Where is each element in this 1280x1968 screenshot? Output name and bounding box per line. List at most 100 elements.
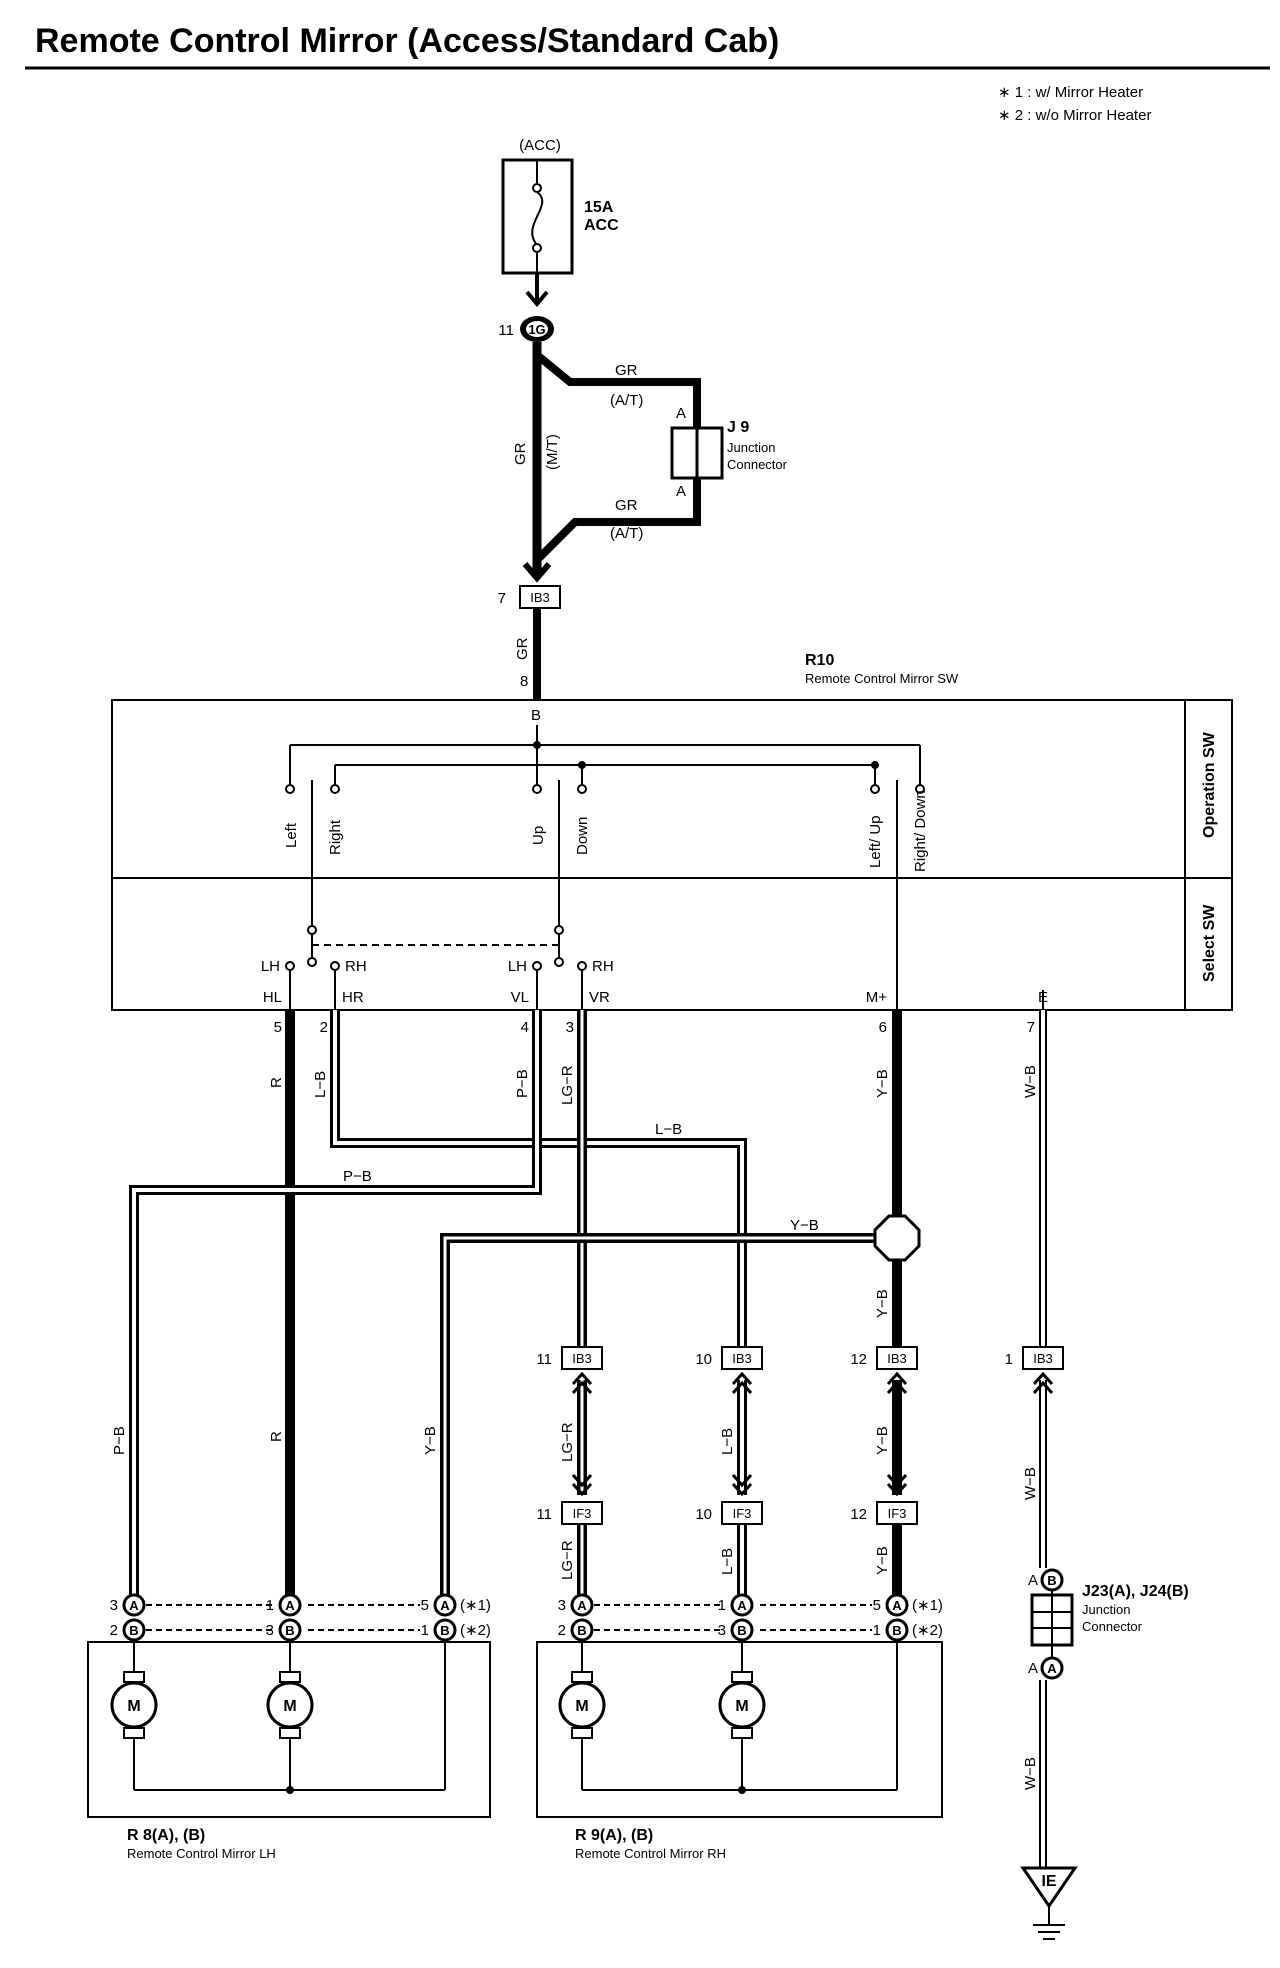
terminal-pin-7: 7 <box>1027 1019 1035 1036</box>
if3-yb-pin: 12 <box>850 1506 867 1523</box>
terminal-e: E <box>1038 989 1048 1006</box>
ib3-wb-id: IB3 <box>1033 1351 1053 1366</box>
fuse-location: (ACC) <box>519 137 561 154</box>
ib3-wb-pin: 1 <box>1005 1351 1013 1368</box>
ib3-lgr-id: IB3 <box>572 1351 592 1366</box>
wire-label-at-top: (A/T) <box>610 392 643 409</box>
j23-id: J23(A), J24(B) <box>1082 1583 1189 1600</box>
ib3-top-id: IB3 <box>530 590 550 605</box>
connector-ib3-wb: IB3 1 <box>1005 1346 1064 1370</box>
wire-label-yb-lh: Y−B <box>422 1426 439 1455</box>
wire-label-pb-horizontal: P−B <box>343 1168 372 1185</box>
mirror-rh-id: R 9(A), (B) <box>575 1827 653 1844</box>
j23-letter-b: B <box>1047 1573 1056 1588</box>
note-no-mirror-heater: ∗ 2 : w/o Mirror Heater <box>998 107 1151 124</box>
terminal-pin-4: 4 <box>521 1019 529 1036</box>
mirror-lh-name: Remote Control Mirror LH <box>127 1846 276 1861</box>
connector-1g: 11 1G <box>498 316 554 342</box>
rh-note-b: (∗2) <box>912 1622 943 1639</box>
wire-label-at-bottom: (A/T) <box>610 525 643 542</box>
rh-pin-b-1: 2 <box>558 1622 566 1639</box>
connector-j23-j24: B A A A J23(A), J24(B) Junction Connecto… <box>1028 1568 1189 1680</box>
wire-label-lgr-bottom: LG−R <box>559 1540 576 1580</box>
wire-label-yb-mid: Y−B <box>874 1426 891 1455</box>
if3-lb-pin: 10 <box>695 1506 712 1523</box>
lh-note-a: (∗1) <box>460 1597 491 1614</box>
wire-label-gr-mt: GR <box>512 442 529 465</box>
ground-label: IE <box>1041 1873 1056 1890</box>
terminal-vl: VL <box>511 989 529 1006</box>
connector-if3-yb: IF3 12 <box>850 1501 918 1525</box>
wire-label-lb-horizontal: L−B <box>655 1121 682 1138</box>
if3-lgr-id: IF3 <box>573 1506 592 1521</box>
rh-letter-a-1: A <box>577 1598 587 1613</box>
chevron-icon <box>525 290 549 308</box>
operation-sw-internals <box>289 725 921 1010</box>
ib3-top-pin: 7 <box>498 590 506 607</box>
if3-lb-id: IF3 <box>733 1506 752 1521</box>
motor-icon: M <box>266 1671 314 1739</box>
wire-junction-dot <box>738 1786 746 1794</box>
lh-letter-a-2: A <box>285 1598 295 1613</box>
ib3-yb-id: IB3 <box>887 1351 907 1366</box>
mirror-rh-name: Remote Control Mirror RH <box>575 1846 726 1861</box>
mirror-lh-id: R 8(A), (B) <box>127 1827 205 1844</box>
switch-b-pin: 8 <box>520 673 528 690</box>
wire-label-lb-mid: L−B <box>719 1428 736 1455</box>
wire-pb <box>129 1010 542 1600</box>
j23-pin-b: A <box>1028 1572 1038 1589</box>
lh-letter-b-2: B <box>285 1623 294 1638</box>
switch-r10 <box>111 699 1233 1011</box>
op-contact-up: Up <box>530 826 547 845</box>
wire-label-gr-at-top: GR <box>615 362 638 379</box>
j9-name-line2: Connector <box>727 457 788 472</box>
terminal-pin-5: 5 <box>274 1019 282 1036</box>
ib3-lb-pin: 10 <box>695 1351 712 1368</box>
rh-pin-a-3: 5 <box>873 1597 881 1614</box>
wire-yb <box>440 1010 902 1600</box>
connector-if3-lgr: IF3 11 <box>536 1501 603 1525</box>
j9-pin-bottom: A <box>676 483 686 500</box>
op-contact-left-up: Left/ Up <box>867 815 884 868</box>
wire-label-lgr-mid: LG−R <box>559 1422 576 1462</box>
motor-icon: M <box>558 1671 606 1739</box>
select-contact-lh-2: LH <box>508 958 527 975</box>
ib3-lgr-pin: 11 <box>536 1351 552 1368</box>
op-contact-right-down: Right/ Down <box>912 790 929 872</box>
if3-yb-id: IF3 <box>888 1506 907 1521</box>
connector-if3-lb: IF3 10 <box>695 1501 763 1525</box>
connector-ib3-lgr: IB3 11 <box>536 1346 603 1370</box>
lh-pin-a-2: 1 <box>266 1597 274 1614</box>
terminal-pin-2: 2 <box>320 1019 328 1036</box>
page-title: Remote Control Mirror (Access/Standard C… <box>35 22 779 60</box>
splice-point <box>873 1214 921 1262</box>
op-contact-left: Left <box>283 822 300 848</box>
wire-label-pb-top: P−B <box>514 1069 531 1098</box>
operation-sw-junction-dots <box>533 741 879 769</box>
terminal-hr: HR <box>342 989 364 1006</box>
rh-letter-a-3: A <box>892 1598 902 1613</box>
operation-sw-label: Operation SW <box>1201 731 1218 838</box>
fuse-acc: (ACC) 15A ACC <box>501 137 619 275</box>
terminal-pin-3: 3 <box>566 1019 574 1036</box>
wire-label-lb-top: L−B <box>312 1071 329 1098</box>
wire-label-lb-bottom: L−B <box>719 1548 736 1575</box>
lh-note-b: (∗2) <box>460 1622 491 1639</box>
fuse-name: ACC <box>584 217 619 234</box>
rh-letter-b-3: B <box>892 1623 901 1638</box>
terminal-vr: VR <box>589 989 610 1006</box>
motor-rh-1-label: M <box>575 1698 588 1715</box>
motor-lh-2-label: M <box>283 1698 296 1715</box>
terminal-hl: HL <box>263 989 282 1006</box>
lh-pin-a-1: 3 <box>110 1597 118 1614</box>
connector-j9: A A J 9 Junction Connector <box>670 405 788 500</box>
lh-pin-b-2: 3 <box>266 1622 274 1639</box>
motor-lh-1-label: M <box>127 1698 140 1715</box>
motor-rh-2-label: M <box>735 1698 748 1715</box>
rh-letter-b-2: B <box>737 1623 746 1638</box>
rh-note-a: (∗1) <box>912 1597 943 1614</box>
ib3-yb-pin: 12 <box>850 1351 867 1368</box>
j9-pin-top: A <box>676 405 686 422</box>
wire-label-gr-at-bottom: GR <box>615 497 638 514</box>
